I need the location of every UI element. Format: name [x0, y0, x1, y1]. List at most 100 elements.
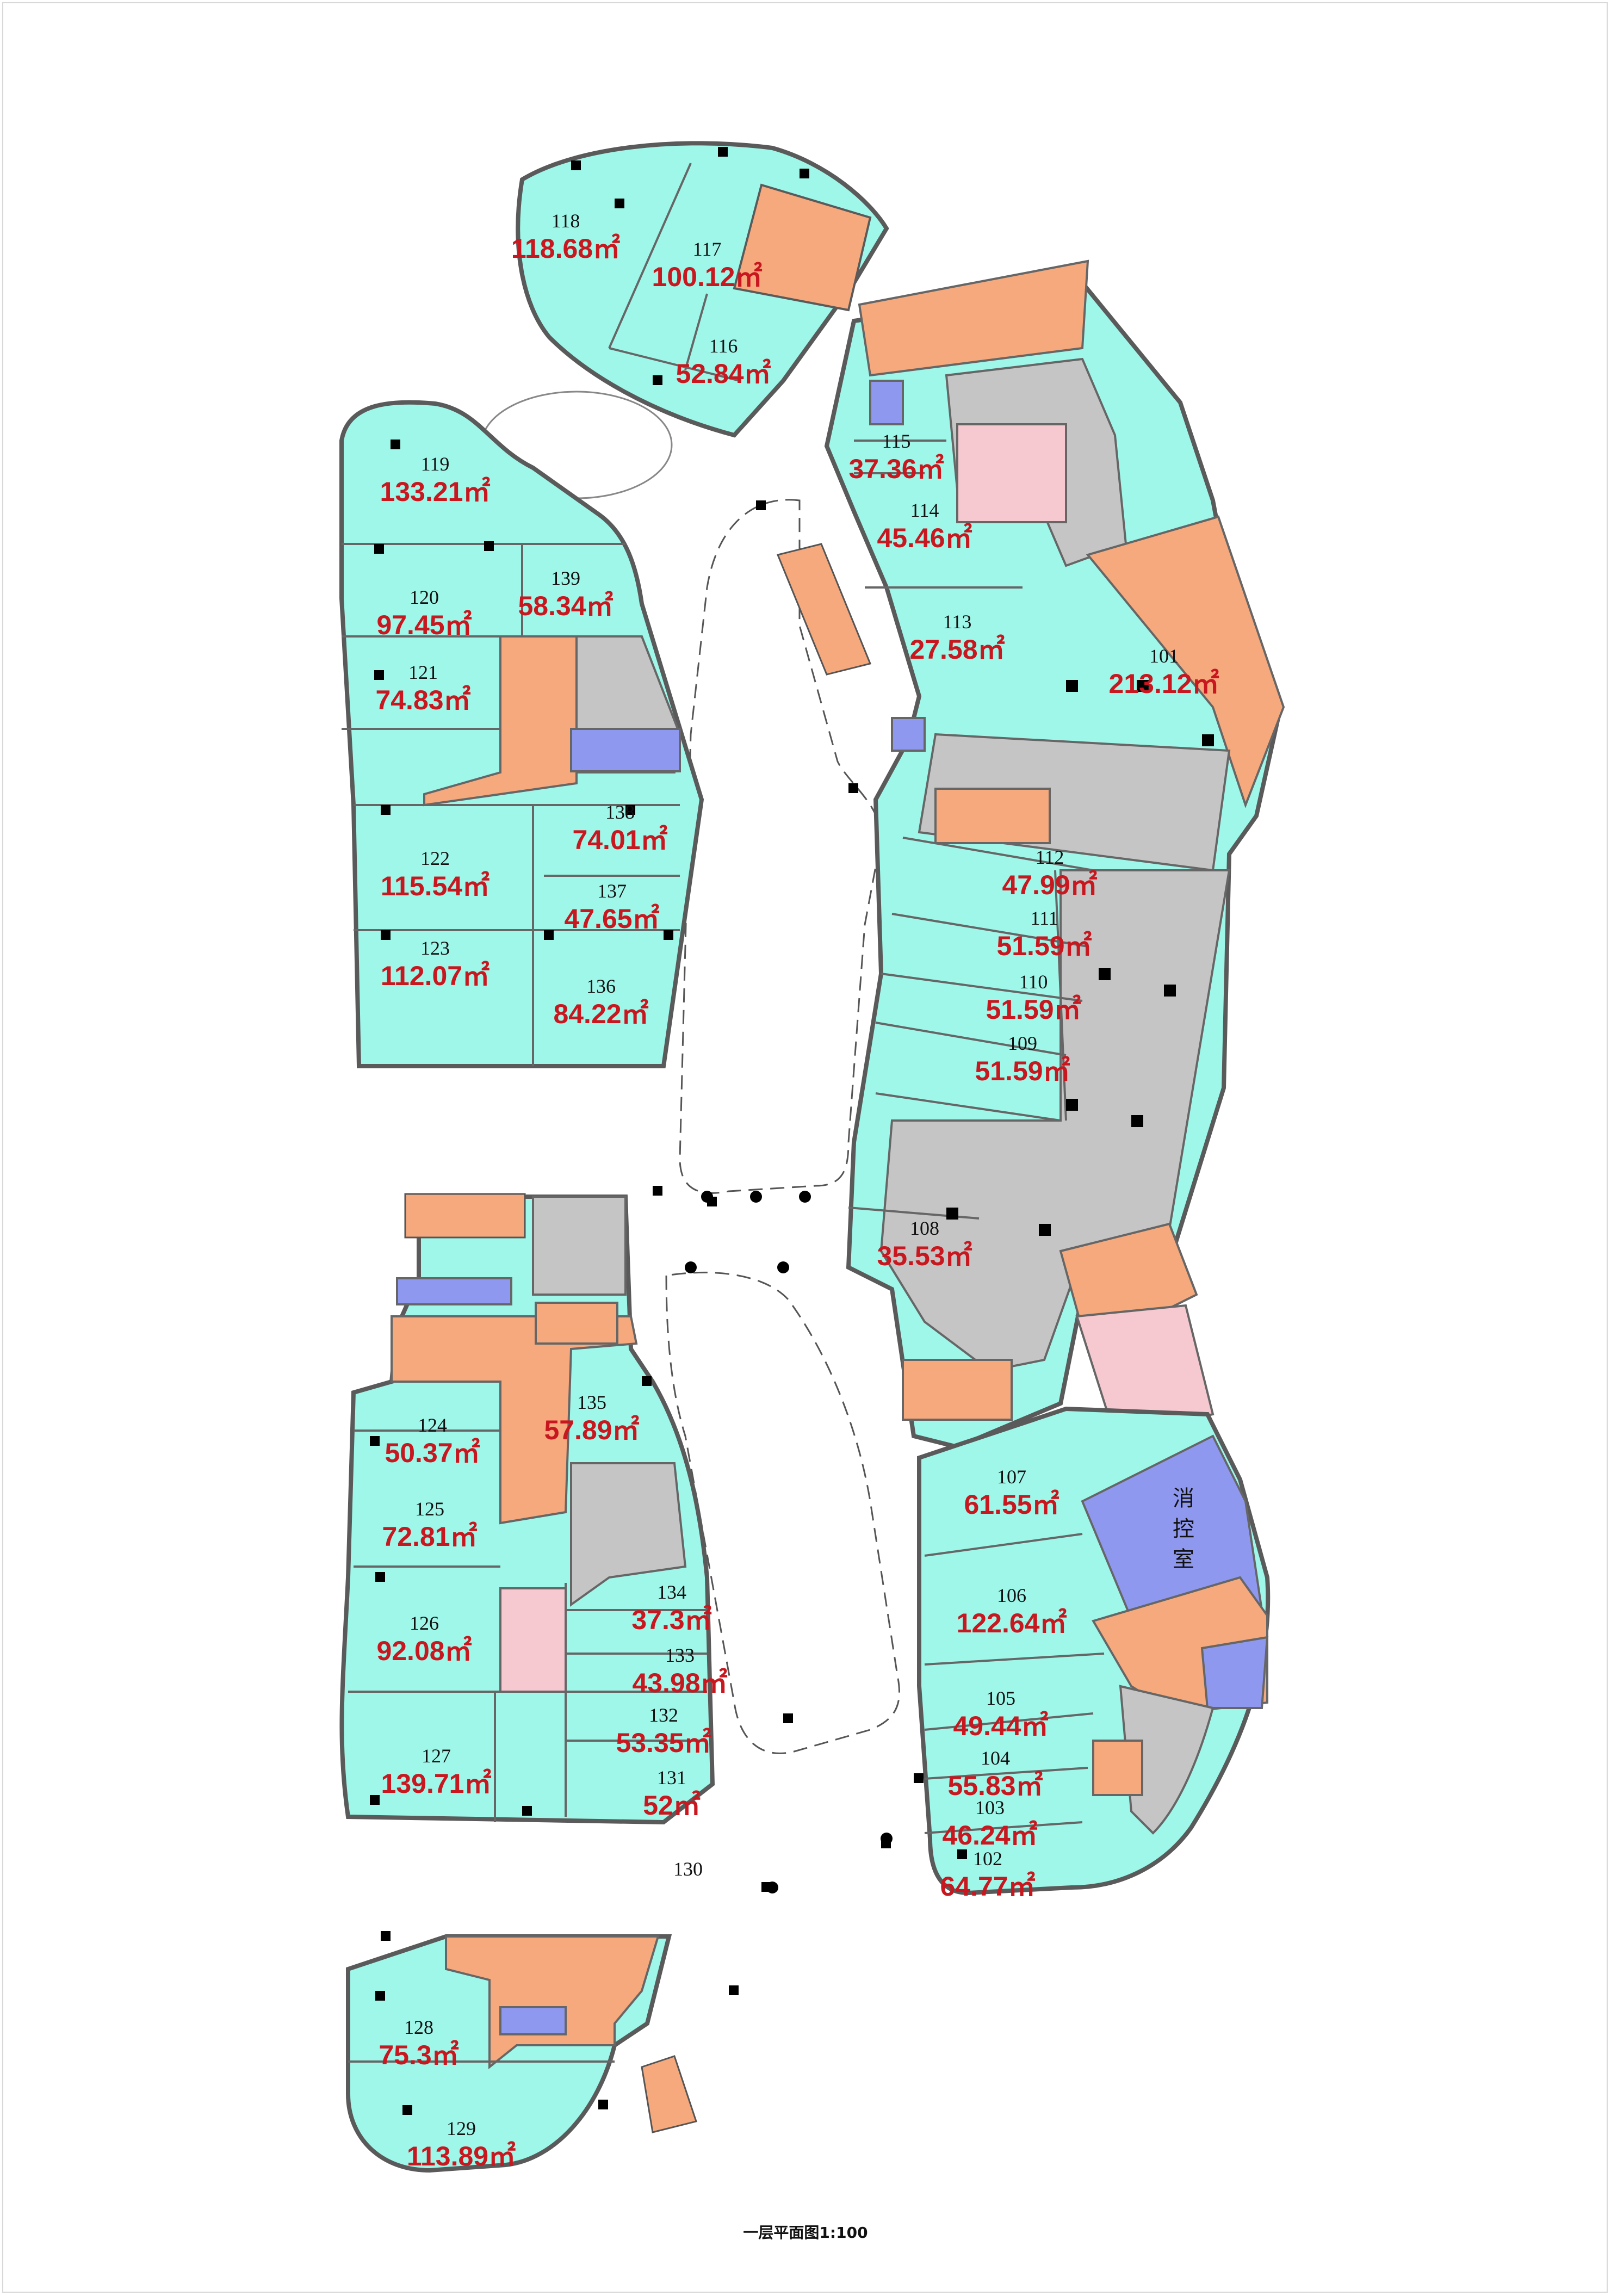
plan-title: 一层平面图1:100: [743, 2224, 868, 2242]
unit-area: 47.65㎡: [564, 903, 659, 934]
unit-area: 74.01㎡: [572, 825, 667, 855]
unit-number: 137: [597, 880, 627, 902]
unit-number: 124: [418, 1414, 447, 1436]
unit-area: 49.44㎡: [953, 1711, 1048, 1741]
unit-number: 133: [665, 1644, 695, 1666]
unit-area: 50.37㎡: [385, 1438, 480, 1468]
unit-number: 132: [649, 1704, 678, 1726]
unit-area: 51.59㎡: [975, 1056, 1070, 1086]
unit-area: 75.3㎡: [379, 2040, 458, 2070]
unit-area: 51.59㎡: [986, 994, 1081, 1025]
unit-area: 113.89㎡: [407, 2141, 516, 2171]
unit-number: 139: [551, 567, 580, 589]
unit-area: 51.59㎡: [996, 931, 1092, 961]
unit-area: 55.83㎡: [947, 1771, 1043, 1801]
unit-area: 84.22㎡: [553, 999, 648, 1029]
unit-area: 52.84㎡: [676, 358, 771, 389]
unit-number: 128: [404, 2016, 433, 2038]
unit-area: 100.12㎡: [652, 262, 763, 292]
fire-control-room-char: 消: [1173, 1486, 1194, 1511]
block-102-services: [1081, 1434, 1269, 1835]
unit-area: 61.55㎡: [964, 1489, 1059, 1520]
unit-number: 134: [657, 1581, 686, 1603]
unit-number: 126: [410, 1612, 439, 1634]
fire-control-room-char: 室: [1173, 1547, 1194, 1572]
unit-number: 121: [408, 661, 438, 683]
unit-number: 110: [1019, 971, 1048, 993]
fire-control-room: 消控室: [1173, 1486, 1194, 1572]
unit-area: 97.45㎡: [376, 610, 472, 640]
unit-number: 105: [986, 1687, 1015, 1709]
fire-control-room-char: 控: [1173, 1517, 1194, 1542]
unit-number: 101: [1149, 645, 1179, 667]
unit-number: 136: [586, 975, 616, 997]
fire-control-room-label: 消控室: [1173, 1486, 1194, 1572]
unit-number: 109: [1008, 1032, 1037, 1054]
unit-area: 47.99㎡: [1002, 870, 1097, 900]
unit-area: 58.34㎡: [518, 591, 613, 621]
unit-number: 130: [673, 1858, 703, 1880]
unit-number: 135: [577, 1391, 606, 1413]
unit-area: 37.3㎡: [631, 1605, 711, 1635]
unit-area: 133.21㎡: [380, 476, 491, 507]
unit-area: 43.98㎡: [632, 1668, 727, 1698]
unit-number: 103: [975, 1797, 1005, 1818]
unit-area: 27.58㎡: [909, 634, 1005, 665]
block-119-partitions: [342, 543, 680, 1066]
unit-number: 115: [882, 430, 911, 452]
block-128-services: [445, 1935, 660, 2070]
unit-area: 72.81㎡: [382, 1521, 477, 1552]
block-118-116: [516, 141, 889, 438]
unit-area: 74.83㎡: [375, 685, 470, 715]
unit-number: 113: [943, 611, 972, 633]
block-119-services: [423, 635, 681, 807]
unit-area: 45.46㎡: [877, 523, 972, 553]
unit-area: 52㎡: [643, 1790, 701, 1821]
unit-area: 92.08㎡: [376, 1636, 472, 1666]
unit-area: 213.12㎡: [1109, 669, 1219, 699]
unit-number: 102: [973, 1848, 1002, 1870]
escalators: [404, 543, 872, 2133]
unit-number: 123: [420, 937, 450, 959]
unit-number: 118: [552, 210, 580, 232]
block-102-partitions: [924, 1533, 1105, 1834]
unit-number: 138: [605, 801, 635, 823]
block-118-partitions: [608, 163, 740, 382]
unit-number: 108: [910, 1217, 939, 1239]
unit-area: 53.35㎡: [616, 1728, 711, 1758]
unit-number: 106: [997, 1585, 1026, 1606]
unit-number: 117: [693, 238, 722, 260]
unit-area: 112.07㎡: [381, 961, 490, 991]
unit-number: 112: [1036, 846, 1064, 868]
